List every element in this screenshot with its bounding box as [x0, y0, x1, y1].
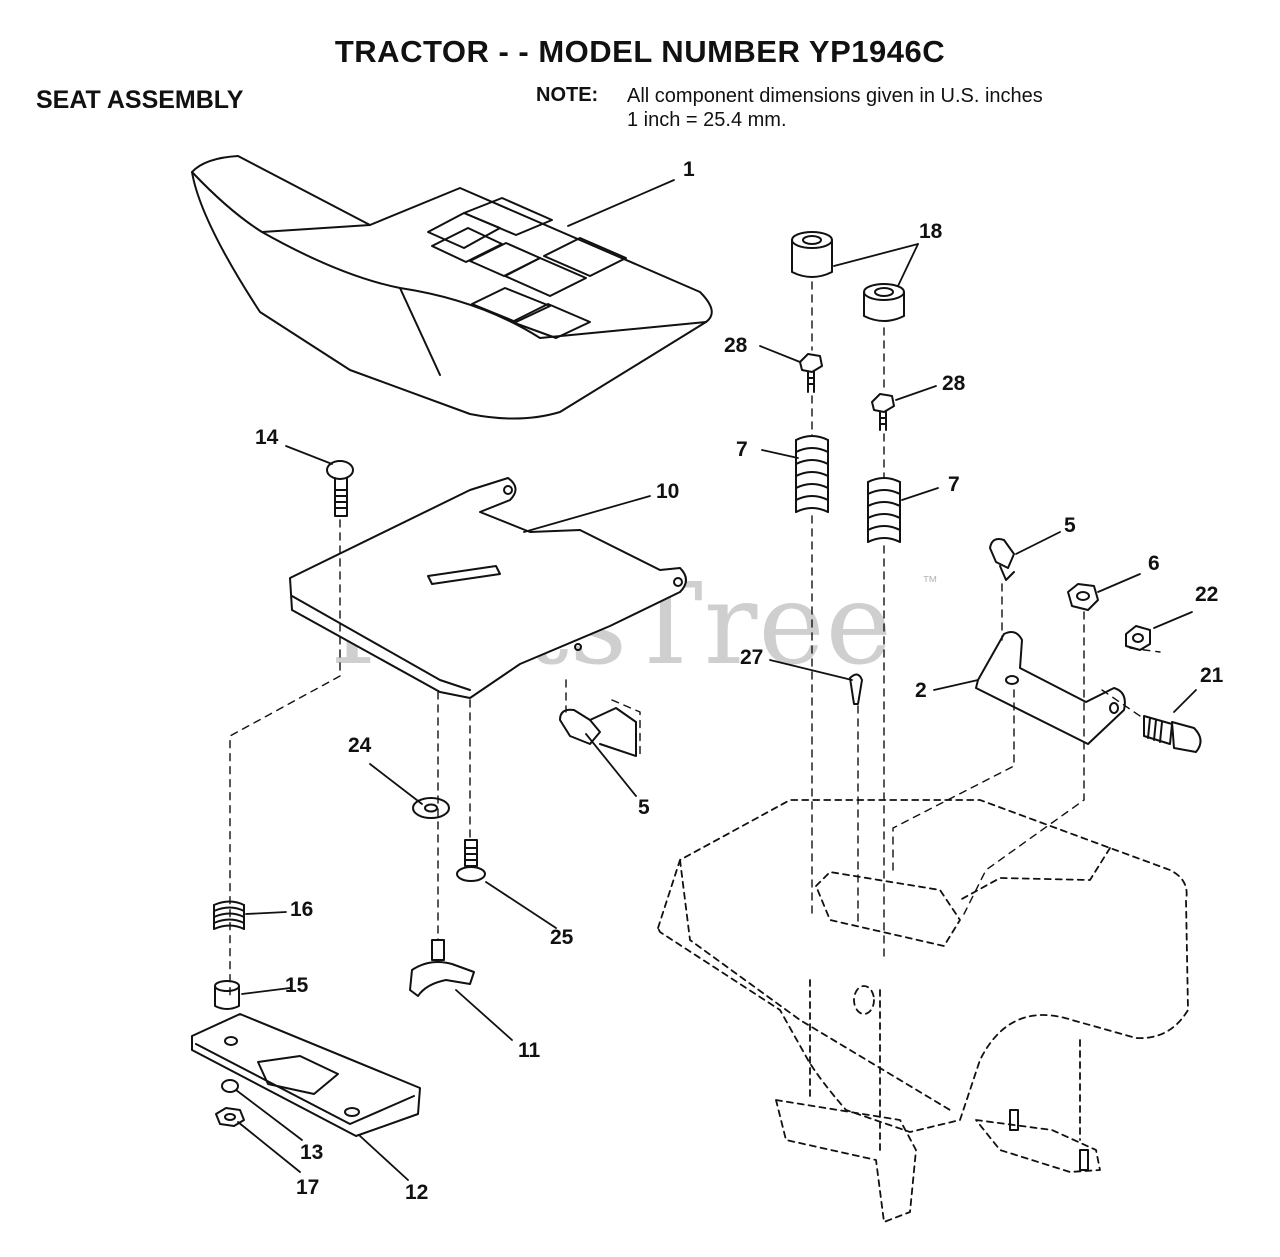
callout-18: 18: [919, 220, 943, 243]
callout-7-left: 7: [736, 438, 748, 461]
leader-lines: [235, 179, 1197, 1181]
note-line-2: 1 inch = 25.4 mm.: [627, 109, 787, 131]
callout-16: 16: [290, 898, 313, 921]
callout-17: 17: [296, 1176, 319, 1199]
callout-22: 22: [1195, 583, 1218, 606]
callout-2: 2: [915, 679, 927, 702]
callout-6: 6: [1148, 552, 1160, 575]
callout-27: 27: [740, 646, 763, 669]
callout-5-right: 5: [1064, 514, 1076, 537]
screw-right-part: [871, 393, 895, 431]
callout-10: 10: [656, 480, 679, 503]
flange-nut-part: [215, 1107, 245, 1127]
spring-left-part: [795, 435, 829, 513]
seat-pan-part: [289, 477, 687, 699]
switch-clip-part: [989, 538, 1015, 581]
bushing-left-part: [791, 231, 833, 278]
section-title: SEAT ASSEMBLY: [36, 86, 244, 114]
callout-13: 13: [300, 1141, 323, 1164]
callout-labels: 1 18 28 28 7 7 14 10 5 6 22 27 2 21 24 5…: [255, 158, 1224, 1204]
seat-part: [191, 155, 713, 420]
callout-21: 21: [1200, 664, 1224, 687]
body-stud-part: [1009, 1109, 1089, 1171]
callout-5-left: 5: [638, 796, 650, 819]
seat-spring-part: [213, 900, 245, 930]
lock-nut-part: [1067, 583, 1099, 611]
callout-14: 14: [255, 426, 279, 449]
bushing-right-part: [863, 283, 905, 322]
callout-1: 1: [683, 158, 695, 181]
seat-clip-part: [559, 707, 637, 757]
spring-right-part: [867, 477, 901, 543]
adjustment-knob-part: [409, 939, 475, 997]
callout-28-right: 28: [942, 372, 966, 395]
note-line-1: All component dimensions given in U.S. i…: [627, 85, 1043, 107]
slide-bracket-part: [191, 1013, 421, 1137]
trademark-mark: ™: [922, 574, 938, 591]
shoulder-screw-part: [1143, 715, 1202, 753]
note-label: NOTE:: [536, 84, 599, 106]
alignment-lines: [229, 281, 1161, 1001]
callout-24: 24: [348, 734, 372, 757]
callout-12: 12: [405, 1181, 428, 1204]
tractor-body-outline: [657, 799, 1189, 1223]
screw-left-part: [799, 353, 823, 393]
hinge-bracket-part: [975, 631, 1126, 745]
callout-7-right: 7: [948, 473, 960, 496]
shoulder-bolt-part: [456, 839, 486, 882]
callout-28-left: 28: [724, 334, 748, 357]
flat-nut-part: [1125, 625, 1151, 651]
callout-25: 25: [550, 926, 574, 949]
bushing-part: [214, 980, 240, 1010]
note-text: All component dimensions given in U.S. i…: [627, 84, 1043, 132]
diagram-title: TRACTOR - - MODEL NUMBER YP1946C: [334, 34, 946, 69]
callout-11: 11: [518, 1039, 541, 1062]
hex-nut-part: [221, 1079, 239, 1093]
callout-15: 15: [285, 974, 309, 997]
cotter-pin-part: [849, 673, 863, 705]
carriage-bolt-part: [326, 460, 354, 517]
